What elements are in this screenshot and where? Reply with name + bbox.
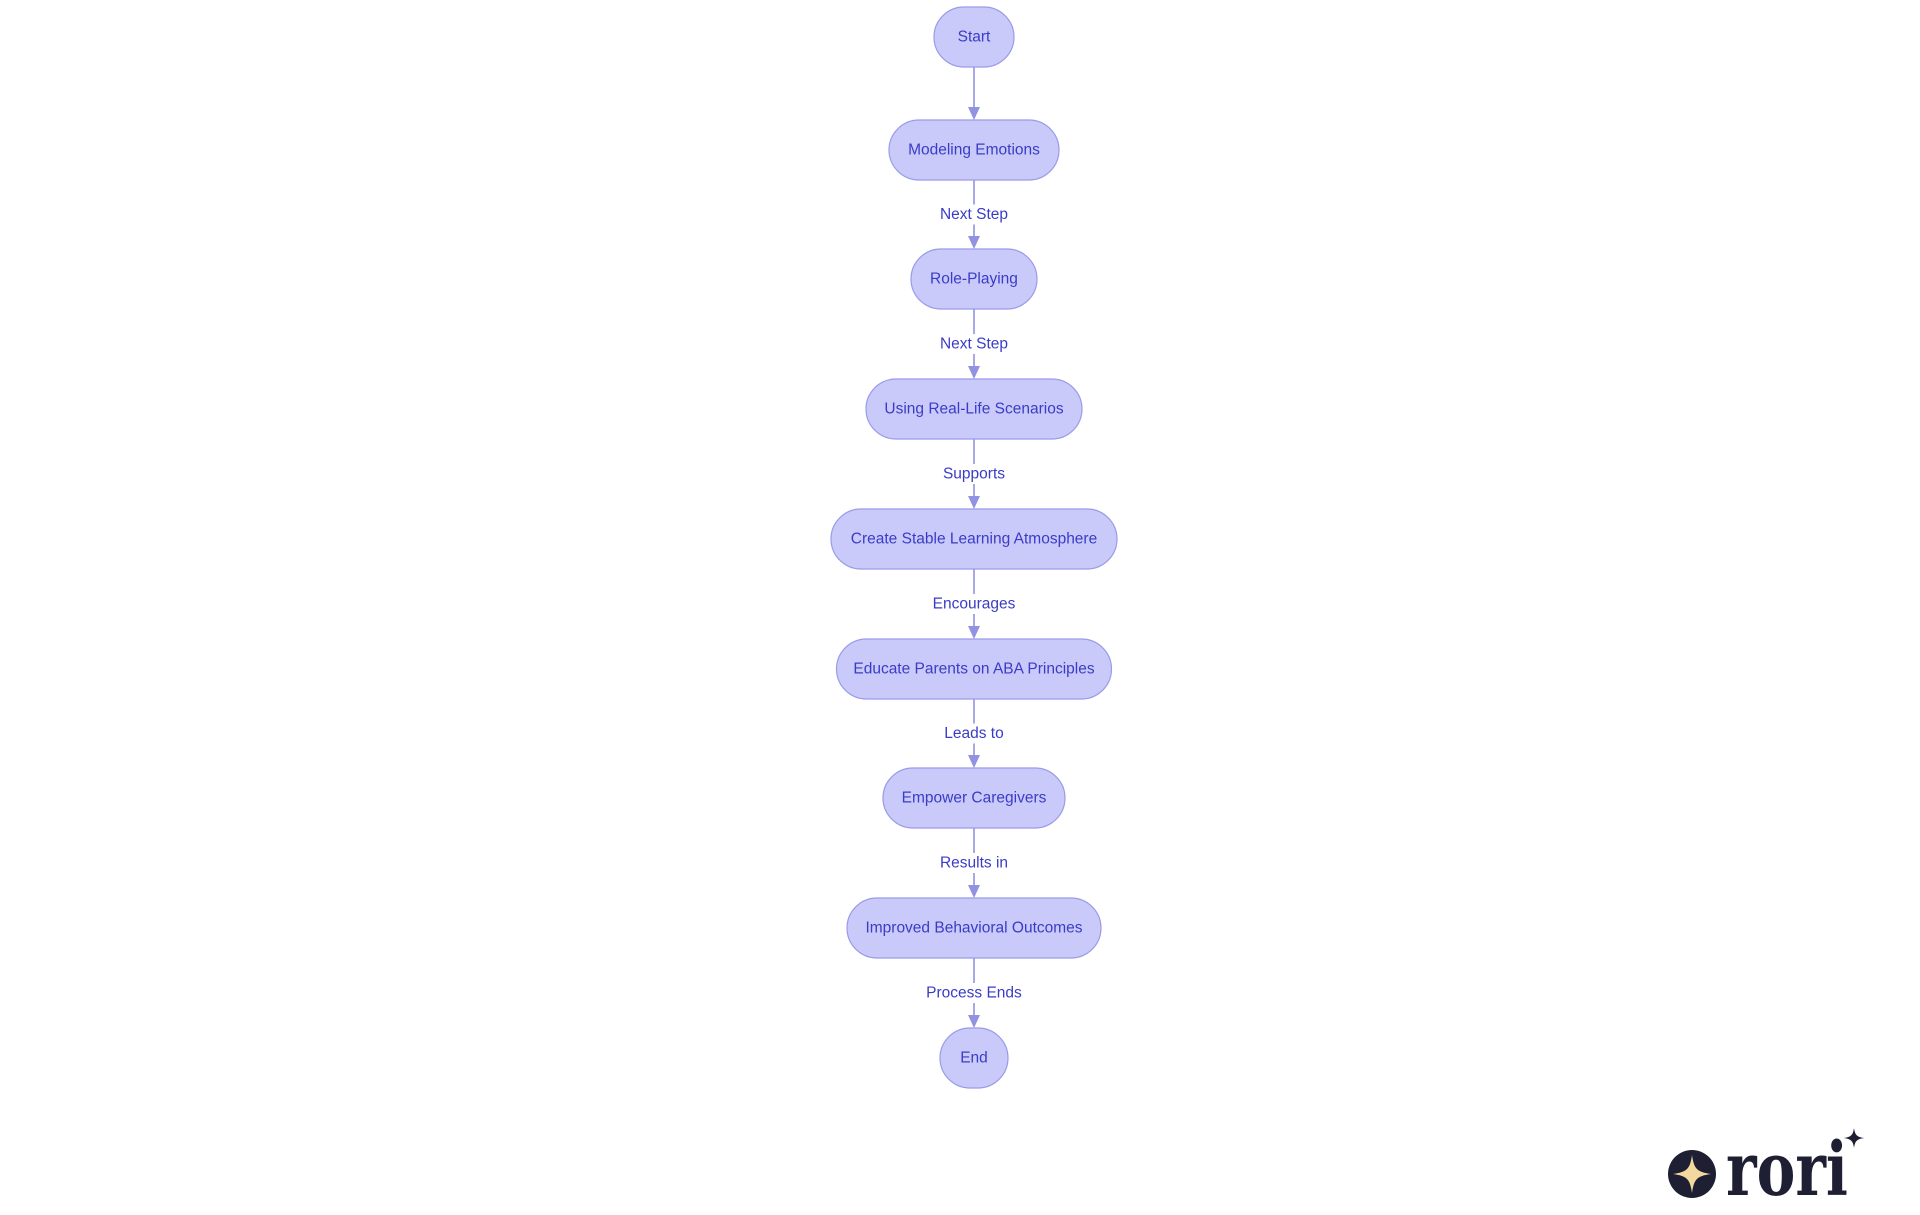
node-label: Role-Playing (930, 271, 1018, 288)
four-point-star-icon (1673, 1155, 1711, 1193)
arrowhead-icon (968, 885, 980, 898)
edge-label-background (933, 334, 1015, 354)
node-shape (865, 378, 1083, 440)
node-shape (939, 1027, 1009, 1089)
edge-outcomes-end: Process Ends (920, 958, 1028, 1028)
node-label: Empower Caregivers (902, 790, 1047, 807)
logo-wordmark: rori (1726, 1128, 1848, 1198)
edge-start-modeling (968, 67, 980, 120)
arrowhead-icon (968, 366, 980, 379)
arrowhead-icon (968, 1015, 980, 1028)
edge-label-background (933, 204, 1015, 225)
node-scenarios: Using Real-Life Scenarios (865, 378, 1083, 440)
edge-atmosphere-educate: Encourages (929, 569, 1019, 639)
node-atmosphere: Create Stable Learning Atmosphere (830, 508, 1118, 570)
node-label: Start (958, 29, 991, 46)
arrowhead-icon (968, 236, 980, 249)
edge-label: Next Step (940, 336, 1008, 353)
edge-label: Encourages (933, 596, 1016, 613)
edge-label-background (929, 853, 1019, 873)
node-empower: Empower Caregivers (882, 767, 1066, 829)
edge-educate-empower: Leads to (937, 699, 1011, 768)
node-label: Educate Parents on ABA Principles (853, 661, 1095, 678)
node-shape (882, 767, 1066, 829)
node-label: End (960, 1050, 988, 1067)
node-label: Improved Behavioral Outcomes (865, 920, 1082, 937)
edge-empower-outcomes: Results in (929, 828, 1019, 898)
node-roleplay: Role-Playing (910, 248, 1038, 310)
edge-label: Leads to (944, 725, 1003, 742)
edge-label-background (937, 464, 1011, 484)
node-shape (835, 638, 1113, 700)
node-shape (888, 119, 1060, 181)
node-shape (846, 897, 1102, 959)
node-modeling: Modeling Emotions (888, 119, 1060, 181)
arrowhead-icon (968, 107, 980, 120)
edge-label: Next Step (940, 206, 1008, 223)
node-outcomes: Improved Behavioral Outcomes (846, 897, 1102, 959)
edge-label-background (937, 723, 1011, 744)
node-label: Create Stable Learning Atmosphere (851, 531, 1097, 548)
node-label: Modeling Emotions (908, 142, 1040, 159)
node-shape (933, 6, 1015, 68)
rori-logo: rori (1668, 1128, 1864, 1198)
logo-sparkle-icon (1844, 1128, 1864, 1148)
edge-label: Supports (943, 466, 1005, 483)
edge-label-background (920, 983, 1028, 1003)
arrowhead-icon (968, 496, 980, 509)
edge-label: Results in (940, 855, 1008, 872)
node-shape (910, 248, 1038, 310)
node-start: Start (933, 6, 1015, 68)
node-educate: Educate Parents on ABA Principles (835, 638, 1113, 700)
node-label: Using Real-Life Scenarios (884, 401, 1063, 418)
node-shape (830, 508, 1118, 570)
node-end: End (939, 1027, 1009, 1089)
edge-label-background (929, 594, 1019, 614)
edge-scenarios-atmosphere: Supports (937, 439, 1011, 509)
edge-label: Process Ends (926, 985, 1022, 1002)
arrowhead-icon (968, 626, 980, 639)
arrowhead-icon (968, 755, 980, 768)
edge-modeling-roleplay: Next Step (933, 180, 1015, 249)
edge-roleplay-scenarios: Next Step (933, 309, 1015, 379)
